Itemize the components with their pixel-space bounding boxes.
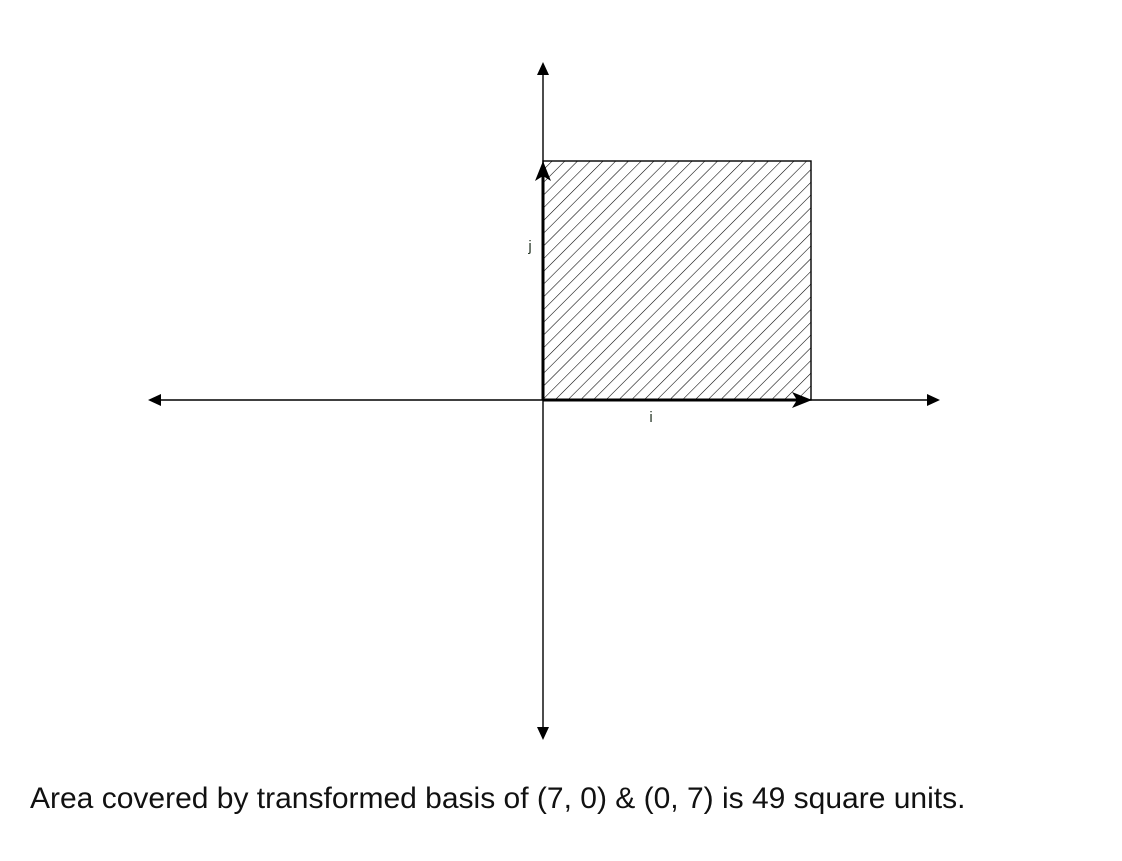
basis-i-label: i [649, 409, 652, 426]
basis-vector-i [543, 392, 812, 408]
basis-j-label: j [527, 238, 531, 255]
basis-vector-j [535, 161, 551, 400]
y-axis-bottom-arrowhead [537, 727, 549, 740]
area-caption: Area covered by transformed basis of (7,… [30, 782, 966, 815]
basis-vector-j-arrowhead [535, 161, 551, 181]
basis-transformation-diagram: i j [148, 62, 940, 740]
x-axis-left-arrowhead [148, 394, 161, 406]
basis-vector-i-arrowhead [792, 392, 812, 408]
y-axis-top-arrowhead [537, 62, 549, 75]
x-axis-right-arrowhead [927, 394, 940, 406]
transformed-area-region [542, 160, 812, 401]
